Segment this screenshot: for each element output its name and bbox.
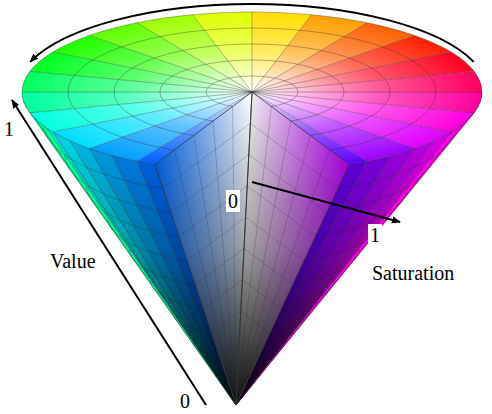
disk-grid: [22, 92, 252, 93]
cut-faces: [155, 92, 349, 405]
face-grid: [213, 121, 236, 405]
label-holder: Saturation: [372, 262, 454, 284]
axis-name: Value: [50, 250, 96, 272]
face-grid: [244, 249, 293, 285]
axis-number: 1: [368, 224, 382, 246]
axis-arrows: [12, 4, 474, 405]
disk-grid: [252, 92, 474, 113]
disk-grid: [89, 35, 252, 92]
cut-face: [236, 92, 349, 405]
disk-grid: [192, 15, 252, 92]
face-grid: [174, 150, 236, 405]
value-arrow: [12, 100, 206, 405]
face-edge: [155, 92, 252, 405]
cut-face-shade: [236, 92, 349, 405]
hue-arrow: [30, 4, 474, 62]
face-grid: [236, 150, 330, 405]
disk-grid: [252, 23, 367, 92]
label-holder: Value: [50, 250, 96, 272]
label-holder: 0: [180, 390, 190, 412]
cut-face: [155, 92, 252, 405]
face-grid: [163, 123, 250, 188]
face-grid: [233, 107, 236, 405]
label-holder: 1: [368, 224, 382, 246]
disk-grid: [30, 71, 252, 92]
disk-grid: [252, 71, 474, 92]
disk-grid: [252, 52, 451, 92]
axis-name: Saturation: [372, 262, 454, 284]
disk-grid: [53, 52, 252, 92]
label-holder: 0: [226, 190, 240, 212]
face-grid: [236, 121, 291, 405]
disk-grid: [137, 23, 252, 92]
axis-number: 1: [4, 118, 14, 140]
face-grid: [246, 217, 304, 261]
disk-grid: [30, 92, 252, 113]
disk-grid: [252, 12, 253, 92]
face-grid: [250, 123, 337, 188]
axis-number: 0: [180, 390, 190, 412]
axis-number: 0: [226, 190, 240, 212]
label-holder: 1: [4, 118, 14, 140]
face-edge: [236, 92, 349, 405]
face-grid: [247, 186, 315, 237]
face-grid: [194, 136, 236, 405]
disk-grid: [252, 92, 482, 93]
disk-grid: [252, 15, 312, 92]
face-grid: [236, 107, 271, 405]
saturation-arrow: [252, 182, 400, 222]
face-grid: [171, 155, 249, 213]
disk-grid: [252, 35, 415, 92]
cut-face-shade: [155, 92, 252, 405]
